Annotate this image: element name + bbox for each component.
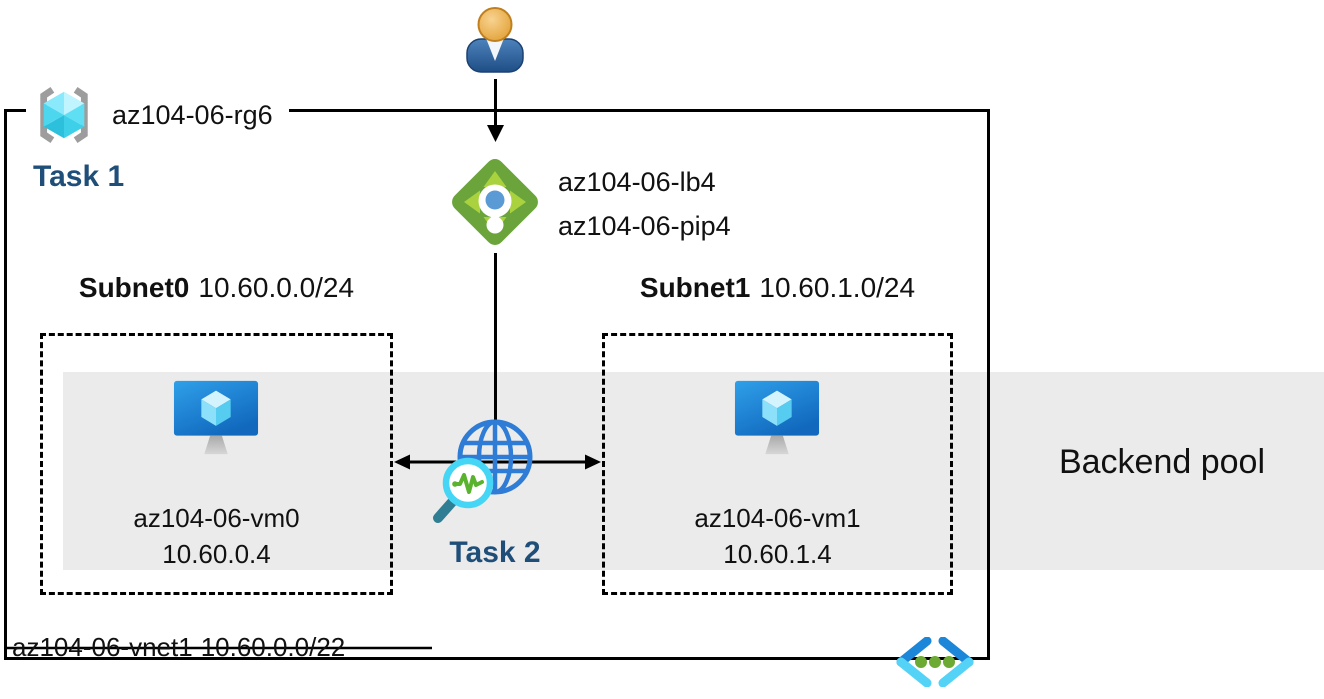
subnet1-box [602, 333, 953, 595]
vnet-cidr: 10.60.0.0/22 [200, 632, 346, 662]
vm0-name: az104-06-vm0 [133, 503, 300, 533]
vm1-label: az104-06-vm1 10.60.1.4 [602, 500, 953, 572]
subnet0-name: Subnet0 [78, 272, 190, 303]
load-balancer-labels: az104-06-lb4 az104-06-pip4 [558, 160, 731, 248]
public-ip-name: az104-06-pip4 [558, 211, 731, 241]
person-icon [466, 7, 524, 73]
backend-pool-band [63, 372, 1324, 570]
backend-pool-label: Backend pool [1058, 443, 1266, 481]
subnet0-cidr: 10.60.0.0/24 [198, 272, 355, 303]
subnet0-label: Subnet0 10.60.0.0/24 [40, 272, 393, 304]
vm0-label: az104-06-vm0 10.60.0.4 [40, 500, 393, 572]
vm0-icon [173, 380, 259, 455]
vm1-name: az104-06-vm1 [694, 503, 861, 533]
pulse-line [453, 473, 484, 494]
subnet1-label: Subnet1 10.60.1.0/24 [602, 272, 953, 304]
subnet1-name: Subnet1 [639, 272, 751, 303]
resource-group-box [4, 109, 990, 660]
task2-label: Task 2 [449, 536, 541, 569]
resource-group-header: az104-06-rg6 [26, 84, 289, 146]
load-balancer-icon [452, 159, 538, 245]
load-balancer-name: az104-06-lb4 [558, 167, 716, 197]
code-icon [896, 637, 974, 687]
subnet0-box [40, 333, 393, 595]
task1-label: Task 1 [33, 160, 125, 193]
resource-group-icon [40, 87, 88, 143]
vm1-ip: 10.60.1.4 [723, 539, 832, 569]
magnifier-handle [433, 496, 458, 523]
vm0-ip: 10.60.0.4 [162, 539, 271, 569]
subnet1-cidr: 10.60.1.0/24 [759, 272, 916, 303]
vm1-icon [734, 380, 820, 455]
resource-group-label: az104-06-rg6 [112, 99, 273, 130]
health-probe-icon [433, 419, 533, 523]
vnet-name: az104-06-vnet1 [12, 632, 193, 662]
